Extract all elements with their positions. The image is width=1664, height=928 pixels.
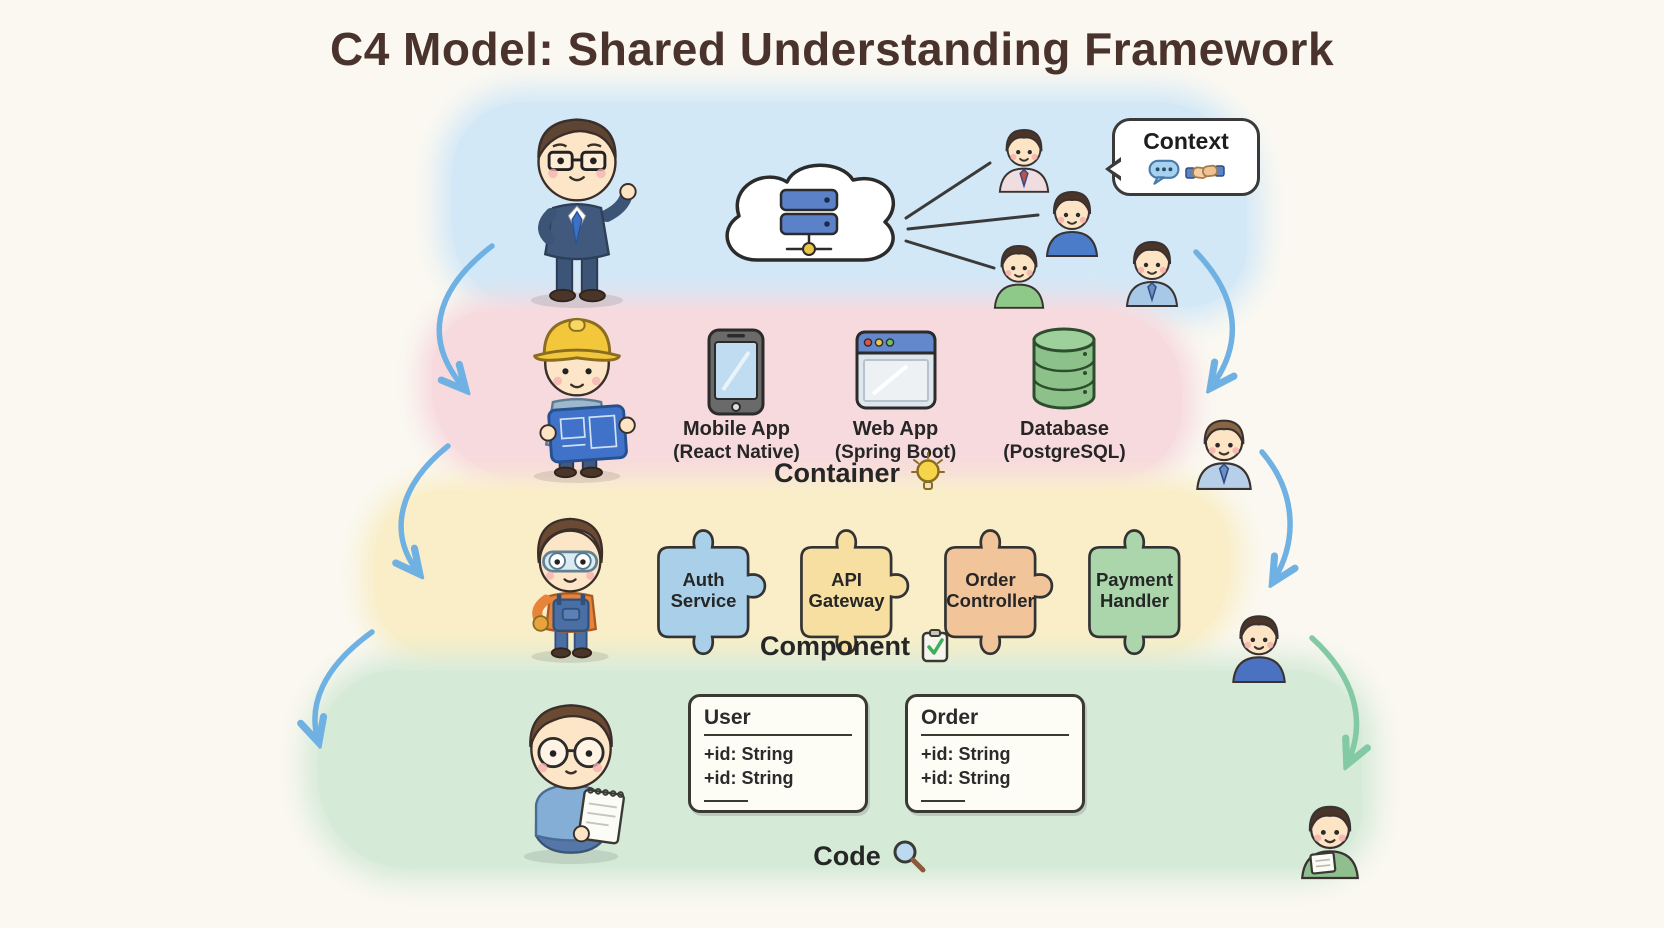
clipboard-check-icon: [921, 629, 949, 663]
mobile-app-name: Mobile App: [682, 418, 791, 440]
server-stack-icon: [779, 188, 839, 256]
arrow-container-to-component-left: [401, 443, 451, 572]
person-blue-tie: [1122, 234, 1182, 306]
uml-order-divider: [921, 799, 965, 802]
arrow-component-to-code-right: [1309, 635, 1356, 762]
engineer-goggles-character: [531, 517, 609, 663]
uml-order-field-1: +id: String: [921, 744, 1011, 764]
puzzle-api-gateway-label: API Gateway: [808, 568, 885, 611]
code-label-text: Code: [813, 840, 881, 871]
person-component-right: [1232, 615, 1286, 684]
code-level-label: Code: [750, 838, 990, 874]
container-level-label: Container: [740, 452, 980, 494]
database-tech: (PostgreSQL): [1003, 441, 1126, 463]
component-level-label: Component: [725, 628, 985, 664]
database-label: Database (PostgreSQL): [977, 418, 1152, 464]
notepad-icon: [577, 787, 625, 845]
arrow-context-to-container-right: [1193, 249, 1232, 386]
browser-window-icon: [855, 330, 937, 410]
uml-class-user: User +id: String +id: String: [688, 694, 868, 813]
hard-hat-icon: [533, 317, 621, 362]
uml-user-field-1: +id: String: [704, 744, 794, 764]
person-red-tie: [995, 122, 1053, 192]
cloud-system-icon: [725, 163, 896, 262]
uml-user-title: User: [704, 706, 852, 736]
puzzle-payment-handler: Payment Handler: [1076, 514, 1206, 664]
puzzle-order-controller-label: Order Controller: [946, 568, 1035, 611]
businessman-character: [530, 118, 637, 309]
page-title: C4 Model: Shared Understanding Framework: [329, 23, 1335, 75]
web-app-label: Web App (Spring Boot): [808, 418, 983, 464]
blueprint-icon: [547, 404, 628, 464]
uml-user-divider: [704, 799, 748, 802]
component-label-text: Component: [760, 630, 910, 661]
puzzle-payment-handler-label: Payment Handler: [1095, 568, 1174, 611]
puzzle-order-controller: Order Controller: [932, 514, 1062, 664]
safety-goggles-icon: [542, 550, 599, 573]
puzzle-auth-service-label: Auth Service: [670, 568, 737, 611]
person-container-right: [1192, 412, 1256, 489]
speech-bubble-icon: [1148, 159, 1180, 185]
web-app-name: Web App: [852, 418, 939, 440]
uml-order-title: Order: [921, 706, 1069, 736]
arrow-component-to-code-left: [315, 629, 375, 740]
magnifying-glass-icon: [893, 840, 926, 873]
handshake-icon: [1185, 164, 1225, 179]
context-bubble: Context: [1105, 118, 1260, 196]
smartphone-icon: [707, 328, 765, 416]
database-name: Database: [1020, 418, 1109, 440]
web-app-tech: (Spring Boot): [834, 441, 957, 463]
database-cylinder-icon: [1032, 327, 1096, 410]
person-green-shirt: [993, 244, 1045, 309]
context-label: Context: [1143, 128, 1229, 154]
person-code-right: [1294, 798, 1366, 878]
lightbulb-icon: [911, 452, 945, 490]
uml-order-field-2: +id: String: [921, 768, 1011, 789]
architect-builder-character: [533, 317, 636, 483]
container-label-text: Container: [773, 457, 900, 488]
cloud-connection-lines: [904, 161, 1040, 270]
puzzle-api-gateway: API Gateway: [788, 514, 918, 664]
mobile-app-label: Mobile App (React Native): [649, 418, 824, 464]
mobile-app-tech: (React Native): [673, 441, 800, 463]
uml-user-field-2: +id: String: [704, 768, 794, 789]
arrow-container-to-component-right: [1259, 449, 1290, 580]
uml-class-order: Order +id: String +id: String: [905, 694, 1085, 813]
reader-character: [523, 704, 625, 864]
arrow-context-to-container-left: [436, 243, 495, 388]
person-blue-shirt: [1046, 191, 1098, 257]
puzzle-auth-service: Auth Service: [645, 514, 775, 664]
